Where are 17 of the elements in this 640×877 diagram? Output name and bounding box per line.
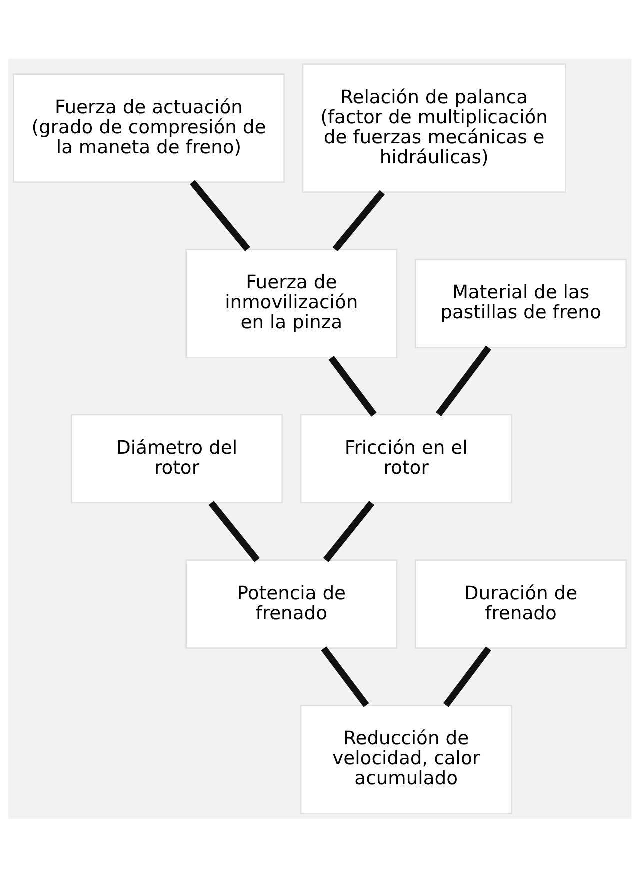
connector [328, 355, 377, 416]
connector [323, 500, 375, 562]
node-box: Potencia de frenado [186, 559, 398, 648]
connector [436, 345, 492, 416]
connector [190, 180, 250, 251]
node-box: Fuerza de inmovilización en la pinza [186, 248, 398, 358]
connector [332, 190, 385, 252]
node-box: Relación de palanca (factor de multiplicación de fuerzas mecánicas e hidráulicas) [302, 63, 566, 192]
node-box: Reducción de velocidad, calor acumulado [300, 704, 512, 814]
node-box: Diámetro del rotor [71, 414, 283, 504]
connector [443, 646, 492, 707]
node-box: Duración de frenado [415, 559, 627, 648]
connector [321, 646, 370, 707]
connector [208, 500, 260, 562]
node-box: Fuerza de actuación (grado de compresión de la maneta de freno) [13, 73, 285, 182]
node-box: Fricción en el rotor [300, 414, 512, 504]
node-box: Material de las pastillas de freno [415, 258, 627, 348]
